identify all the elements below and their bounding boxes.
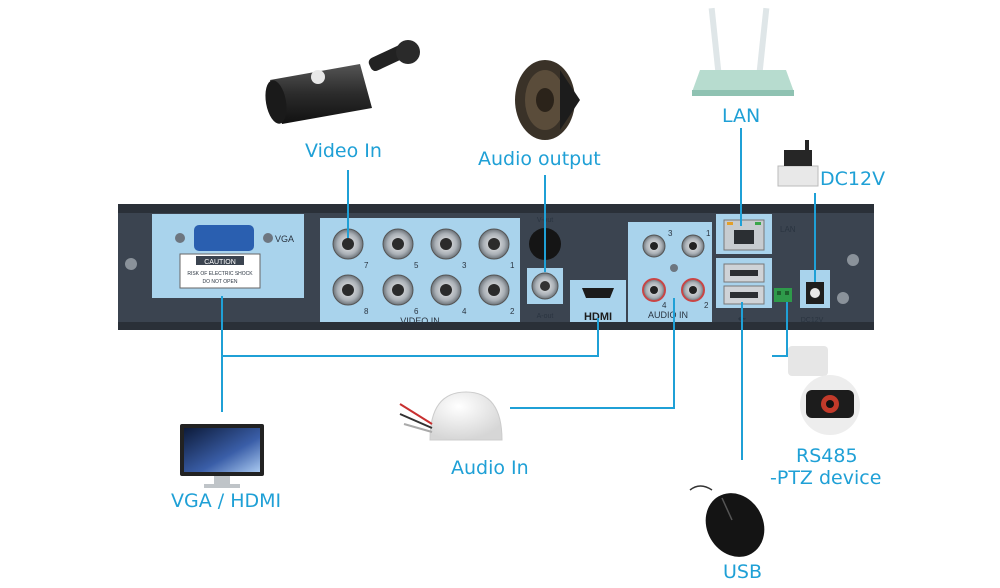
vga-section: VGA CAUTION RISK OF ELECTRIC SHOCK DO NO… xyxy=(152,214,304,298)
hdmi-logo: HDMI xyxy=(584,311,612,323)
ptz-camera-icon xyxy=(788,346,860,435)
channel-number-top: 7 xyxy=(364,261,369,270)
bnc-pin xyxy=(488,284,500,296)
channel-number-top: 3 xyxy=(462,261,467,270)
channel-number-bottom: 6 xyxy=(414,307,419,316)
bnc-pin xyxy=(440,284,452,296)
lan-usb-section: LAN ⇜ xyxy=(716,214,796,325)
lan-panel-label: LAN xyxy=(780,225,796,234)
speaker-icon xyxy=(515,60,580,140)
caution-line-2: DO NOT OPEN xyxy=(203,279,238,285)
audio-ch-1: 1 xyxy=(706,229,711,238)
bnc-pin xyxy=(488,238,500,250)
vga-port-label: VGA xyxy=(275,234,294,244)
audio-ch-3: 3 xyxy=(668,229,673,238)
label-audio-output: Audio output xyxy=(478,148,601,170)
caution-line-1: RISK OF ELECTRIC SHOCK xyxy=(187,271,253,277)
audio-in-section: 3 1 4 2 AUDIO IN xyxy=(628,222,712,322)
label-rs485: RS485 xyxy=(796,445,858,467)
line-rs485 xyxy=(772,302,788,357)
hdmi-section: HDMI xyxy=(570,280,626,323)
ground-screw-icon xyxy=(837,292,849,304)
mouse-icon xyxy=(689,485,765,557)
screw-icon xyxy=(847,254,859,266)
bullet-camera-icon xyxy=(265,40,420,124)
audio-in-panel-label: AUDIO IN xyxy=(648,310,688,320)
label-usb: USB xyxy=(723,561,763,583)
line-vga-hdmi xyxy=(221,296,599,357)
av-out-section: V-out A-out xyxy=(527,217,563,320)
bnc-pin xyxy=(392,238,404,250)
hdmi-port[interactable] xyxy=(582,288,614,298)
channel-number-top: 5 xyxy=(414,261,419,270)
channel-number-bottom: 4 xyxy=(462,307,467,316)
bnc-pin xyxy=(392,284,404,296)
label-lan: LAN xyxy=(722,105,761,127)
video-in-section: 7 5 3 1 8 6 4 2 VIDEO IN xyxy=(320,218,520,326)
channel-number-bottom: 8 xyxy=(364,307,369,316)
caution-title: CAUTION xyxy=(204,259,236,266)
bnc-pin xyxy=(342,284,354,296)
router-icon xyxy=(692,7,794,96)
channel-number-bottom: 2 xyxy=(510,307,515,316)
a-out-label: A-out xyxy=(537,313,554,320)
power-adapter-icon xyxy=(777,140,819,187)
label-video-in: Video In xyxy=(305,140,382,162)
label-audio-in: Audio In xyxy=(451,457,529,479)
bnc-pin xyxy=(342,238,354,250)
connection-lines xyxy=(221,128,816,460)
label-ptz-device: -PTZ device xyxy=(770,467,882,489)
video-in-panel-label: VIDEO IN xyxy=(400,316,440,326)
bnc-pin xyxy=(440,238,452,250)
label-vga-hdmi: VGA / HDMI xyxy=(171,490,282,512)
screw-icon xyxy=(125,258,137,270)
rs485-terminal[interactable] xyxy=(774,288,792,302)
channel-number-top: 1 xyxy=(510,261,515,270)
monitor-icon xyxy=(180,424,264,488)
microphone-icon xyxy=(399,391,503,441)
audio-ch-4: 4 xyxy=(662,301,667,310)
dc12v-panel-label: DC12V xyxy=(801,317,824,324)
power-section: DC12V xyxy=(774,270,830,324)
vga-port[interactable] xyxy=(194,225,254,251)
label-dc12v: DC12V xyxy=(820,168,886,190)
line-audio-in xyxy=(510,298,675,409)
audio-ch-2: 2 xyxy=(704,301,709,310)
